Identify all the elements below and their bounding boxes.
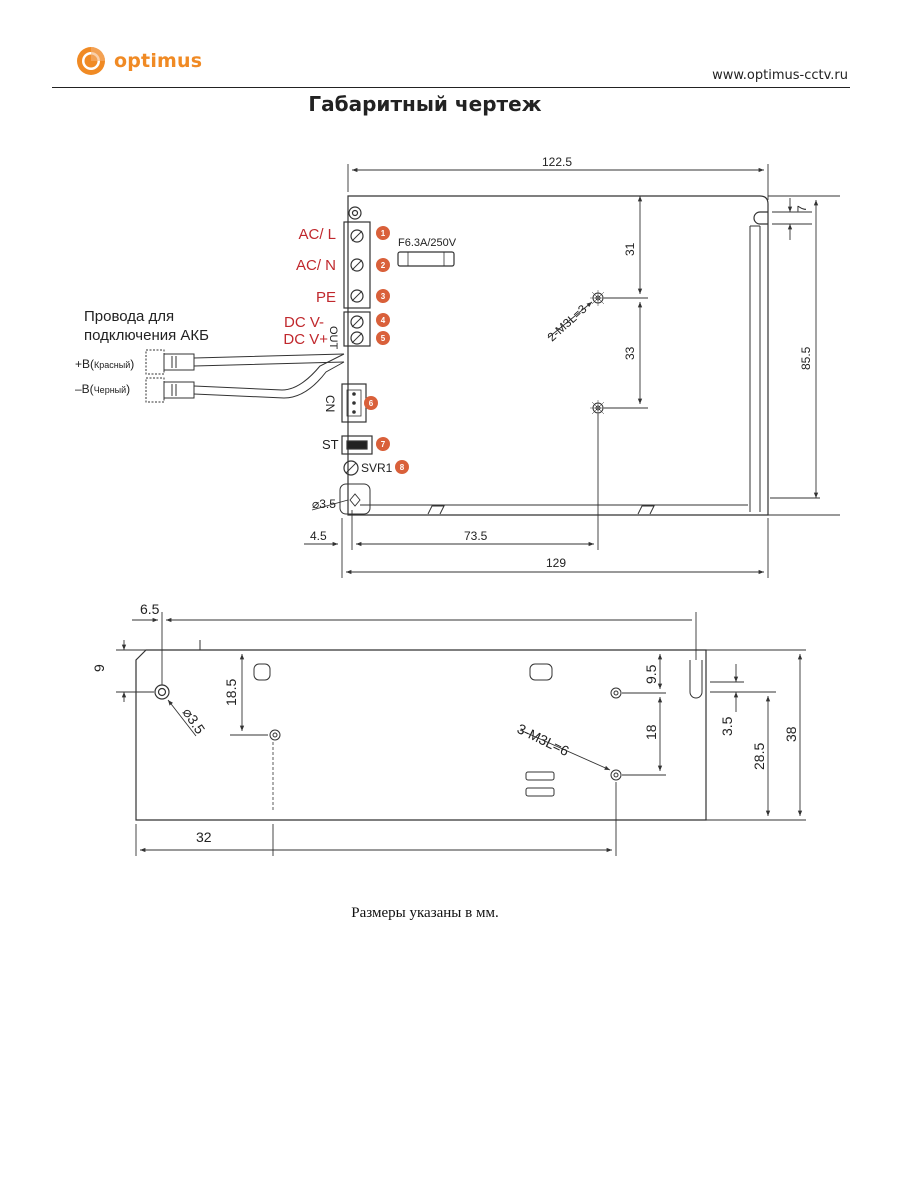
dim-122-5: 122.5 (542, 155, 572, 169)
brand-logo: optimus (76, 46, 202, 76)
label-st: ST (322, 437, 339, 452)
st-connector (341, 435, 373, 455)
dim-32: 32 (196, 829, 212, 845)
dim-129: 129 (546, 556, 566, 570)
side-screw-3 (610, 769, 622, 781)
badge-7-text: 7 (381, 440, 386, 449)
dim-38: 38 (783, 726, 799, 742)
label-out: OUT (327, 326, 339, 350)
brand-name: optimus (114, 50, 203, 72)
screw-note-top: 2-M3L=3 (545, 302, 590, 345)
side-screw-1 (269, 729, 281, 741)
fuse (397, 251, 455, 267)
badge-8 (395, 460, 409, 474)
badge-5-text: 5 (381, 334, 386, 343)
label-pe: PE (316, 289, 336, 306)
battery-minus: –B(Черный) (75, 382, 130, 396)
mounting-slot-right (753, 211, 768, 225)
screw-note-side: 3-M3L=6 (515, 720, 572, 759)
dim-85-5: 85.5 (799, 346, 813, 370)
site-url[interactable]: www.optimus-cctv.ru (712, 68, 848, 83)
badge-6 (364, 396, 378, 410)
badge-3-text: 3 (381, 292, 386, 301)
top-view-dimensions (304, 164, 840, 578)
badge-7 (376, 437, 390, 451)
footnote: Размеры указаны в мм. (351, 905, 499, 921)
terminal-block (343, 221, 371, 309)
dim-4-5: 4.5 (310, 529, 327, 543)
badge-4 (376, 313, 390, 327)
dim-6-5: 6.5 (140, 601, 160, 617)
dim-18: 18 (643, 724, 659, 740)
optimus-logo-icon (77, 47, 105, 75)
label-fuse: F6.3A/250V (398, 237, 457, 249)
label-ac-l: AC/ L (298, 226, 336, 243)
dim-31: 31 (623, 242, 637, 256)
badge-1-text: 1 (381, 229, 386, 238)
dim-7: 7 (795, 205, 809, 212)
dim-3-5: 3.5 (719, 716, 735, 736)
dim-33: 33 (623, 346, 637, 360)
top-view-enclosure (347, 195, 769, 516)
side-screw-2 (610, 687, 622, 699)
dim-9-5: 9.5 (643, 664, 659, 684)
battery-wires (145, 349, 345, 403)
side-view-dimensions (116, 612, 806, 856)
dim-9: 9 (91, 664, 107, 672)
battery-title-2: подключения АКБ (84, 327, 209, 344)
label-dc-plus: DC V+ (283, 331, 328, 348)
label-dc-minus: DC V- (284, 314, 324, 331)
dim-28-5: 28.5 (751, 743, 767, 770)
svr1-potentiometer (343, 460, 359, 476)
badge-8-text: 8 (400, 463, 405, 472)
side-view (135, 640, 707, 821)
badge-2-text: 2 (381, 261, 386, 270)
badge-1 (376, 226, 390, 240)
header-divider (52, 87, 850, 88)
terminal-badges (364, 226, 409, 474)
side-view-enclosure (135, 649, 707, 821)
badge-5 (376, 331, 390, 345)
hole-top: ⌀3.5 (312, 497, 336, 511)
top-view (145, 195, 769, 516)
badge-2 (376, 258, 390, 272)
dim-18-5: 18.5 (223, 679, 239, 706)
badge-4-text: 4 (381, 316, 386, 325)
page-title: Габаритный чертеж (308, 92, 542, 116)
label-svr1: SVR1 (361, 461, 393, 475)
badge-6-text: 6 (369, 399, 374, 408)
battery-plus: +B(Красный) (75, 357, 134, 371)
screw-m3-upper (590, 290, 606, 306)
label-cn: CN (323, 395, 337, 412)
dim-73-5: 73.5 (464, 529, 488, 543)
badge-3 (376, 289, 390, 303)
battery-title-1: Провода для (84, 308, 174, 325)
screw-m3-lower (590, 400, 606, 416)
label-ac-n: AC/ N (296, 257, 336, 274)
